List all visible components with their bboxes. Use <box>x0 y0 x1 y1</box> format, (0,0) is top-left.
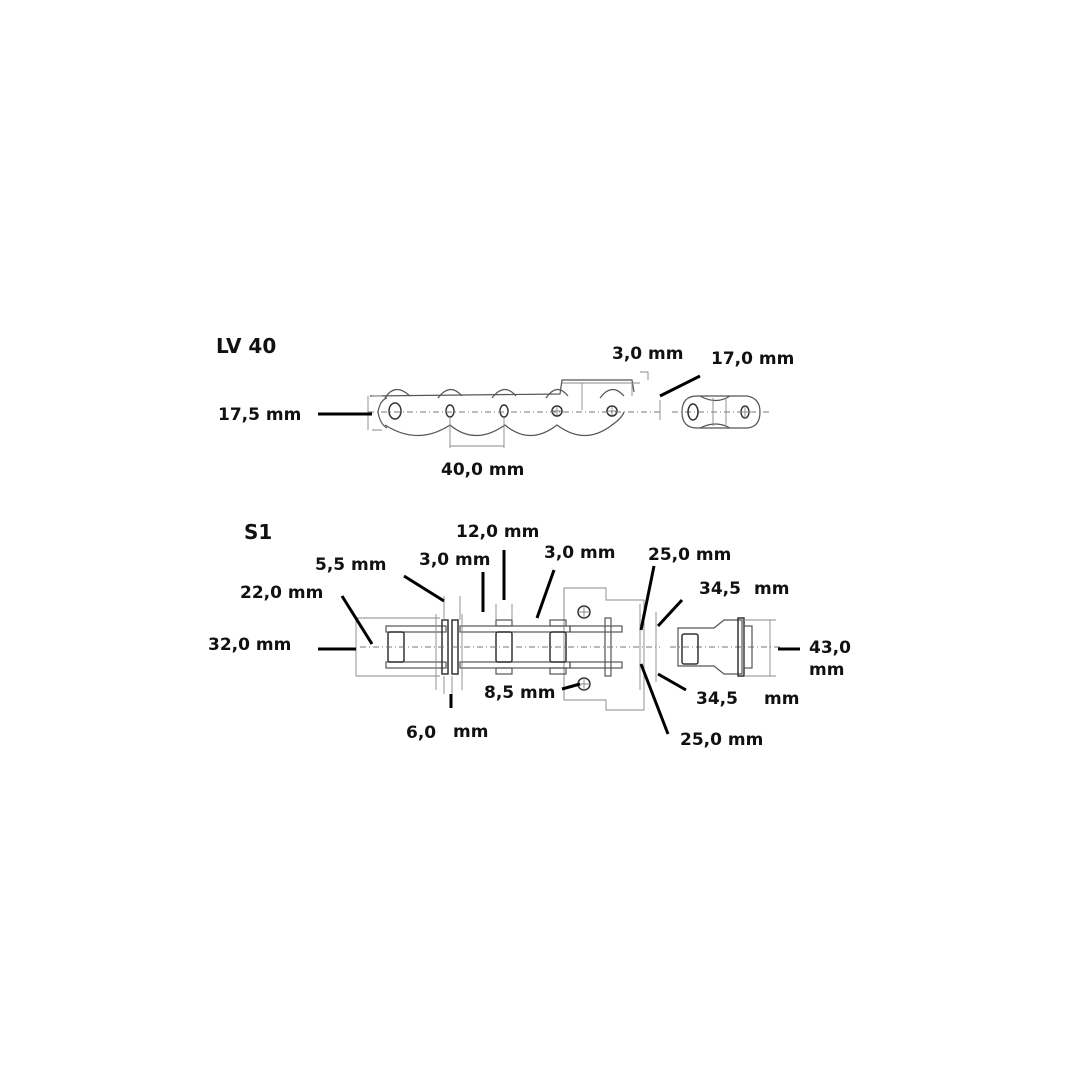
s1-pin-head-value: 6,0 <box>406 723 437 743</box>
s1-hole-offset-bottom-label: 25,0 mm <box>680 730 764 750</box>
lv40-attachment-leader <box>659 374 701 398</box>
s1-hole-diameter-leader <box>561 682 581 691</box>
s1-plate-a-label: 3,0 mm <box>419 550 491 570</box>
s1-inner-width-label: 22,0 mm <box>240 583 324 603</box>
s1-outer-width-label: 32,0 mm <box>208 635 292 655</box>
lv40-plate-thickness-label: 3,0 mm <box>612 344 684 364</box>
s1-pin-diameter-label: 5,5 mm <box>315 555 387 575</box>
lv40-chain-drawing <box>367 371 770 448</box>
s1-span-bottom-unit: mm <box>764 689 800 709</box>
s1-span-top-unit: mm <box>754 579 790 599</box>
lv40-attachment-height-label: 17,0 mm <box>711 349 795 369</box>
s1-pin-diameter-leader <box>403 574 445 603</box>
s1-total-width-unit: mm <box>809 660 845 680</box>
s1-bushing-label: 12,0 mm <box>456 522 540 542</box>
s1-span-top-value: 34,5 <box>699 579 741 599</box>
s1-title: S1 <box>244 520 273 544</box>
s1-span-top-leader <box>656 598 684 628</box>
s1-span-bottom-leader <box>657 672 687 692</box>
s1-total-width-value: 43,0 <box>809 638 851 658</box>
lv40-pitch-label: 40,0 mm <box>441 460 525 480</box>
s1-chain-drawing <box>355 587 780 711</box>
s1-plate-b-label: 3,0 mm <box>544 543 616 563</box>
s1-plate-b-leader <box>535 569 556 619</box>
lv40-title: LV 40 <box>216 334 277 358</box>
s1-hole-diameter-label: 8,5 mm <box>484 683 556 703</box>
s1-hole-offset-top-label: 25,0 mm <box>648 545 732 565</box>
lv40-height-label: 17,5 mm <box>218 405 302 425</box>
s1-inner-width-leader <box>340 595 374 645</box>
s1-span-bottom-value: 34,5 <box>696 689 738 709</box>
s1-hole-offset-top-leader <box>639 565 656 631</box>
s1-pin-head-unit: mm <box>453 722 489 742</box>
s1-hole-offset-bottom-leader <box>639 663 670 735</box>
